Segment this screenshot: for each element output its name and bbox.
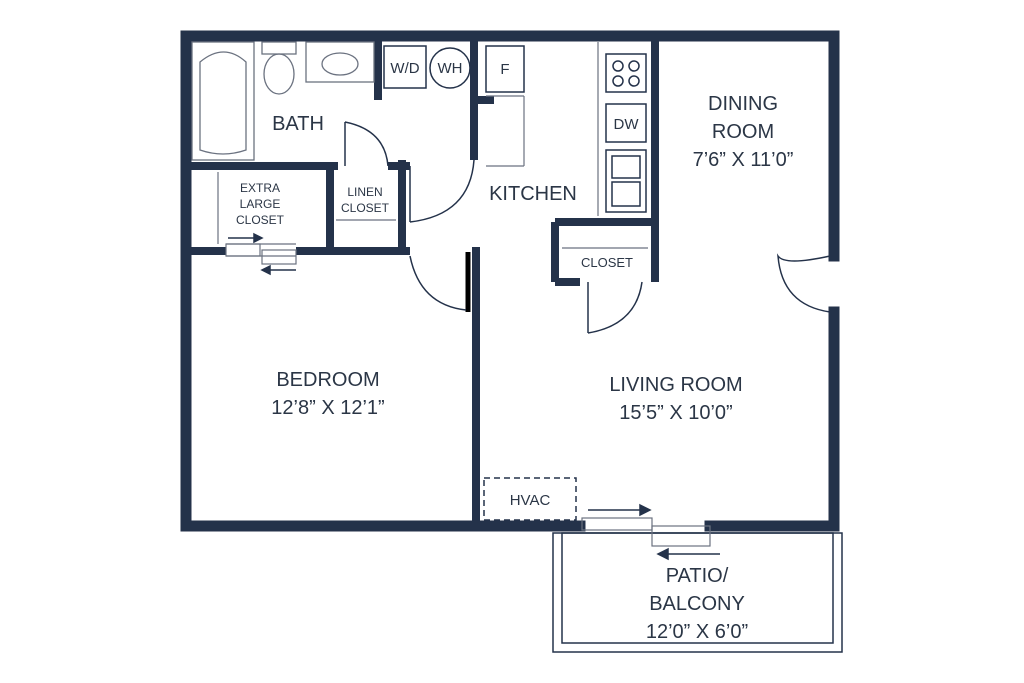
linen-closet-label-2: CLOSET	[341, 201, 390, 215]
bedroom-door-swing	[409, 255, 467, 311]
sink-icon	[321, 52, 359, 76]
dishwasher-box	[605, 103, 647, 143]
patio-label-2: BALCONY	[649, 593, 745, 615]
patio-label-1: PATIO/	[666, 565, 729, 587]
bedroom-label: BEDROOM	[276, 369, 379, 391]
entry-door-swing	[777, 253, 831, 313]
closet-shelves	[217, 172, 648, 265]
sliding-door-arrow-icon	[228, 232, 720, 561]
closet-label: CLOSET	[581, 255, 633, 270]
toilet-icon	[263, 53, 295, 95]
dishwasher-label: DW	[614, 116, 640, 133]
kitchen-sink-icon	[605, 149, 647, 213]
bath-fixtures	[191, 41, 375, 161]
kitchen-appliances	[605, 53, 647, 213]
patio-door-frame	[581, 517, 711, 547]
hvac-box	[483, 477, 577, 521]
patio-size: 12’0” X 6’0”	[646, 621, 748, 643]
bath-door-swing	[344, 121, 389, 167]
living-room-label: LIVING ROOM	[609, 374, 742, 396]
living-room-size: 15’5” X 10’0”	[619, 402, 732, 424]
extra-closet-label-1: EXTRA	[240, 181, 280, 195]
linen-closet-label-1: LINEN	[347, 185, 382, 199]
patio-outline	[552, 532, 843, 653]
extra-closet-label-2: LARGE	[240, 197, 281, 211]
dining-size: 7’6” X 11’0”	[693, 149, 794, 171]
bedroom-size: 12’8” X 12’1”	[271, 397, 384, 419]
kitchen-label: KITCHEN	[489, 183, 577, 205]
closet-door-swing	[587, 281, 643, 334]
bathtub-icon	[191, 41, 255, 161]
bath-label: BATH	[272, 113, 324, 135]
extra-closet-label-3: CLOSET	[236, 213, 285, 227]
water-heater-circle	[429, 47, 471, 89]
stove-icon	[605, 53, 647, 93]
sink-counter	[305, 41, 375, 83]
kitchen-counters	[486, 42, 599, 216]
water-heater-label: WH	[438, 60, 463, 77]
hvac-label: HVAC	[510, 492, 551, 509]
exterior-walls	[180, 30, 840, 532]
dining-label-2: ROOM	[712, 121, 774, 143]
bathtub-basin	[199, 51, 247, 155]
interior-walls	[186, 36, 659, 526]
fridge-box	[485, 45, 525, 93]
utility-fixtures	[383, 45, 525, 93]
dining-label-1: DINING	[708, 93, 778, 115]
washer-dryer-label: W/D	[390, 60, 419, 77]
kitchen-door-swing	[409, 159, 475, 223]
washer-dryer-box	[383, 45, 427, 89]
toilet-tank	[261, 41, 297, 55]
doors	[344, 121, 831, 334]
fridge-label: F	[500, 61, 509, 78]
